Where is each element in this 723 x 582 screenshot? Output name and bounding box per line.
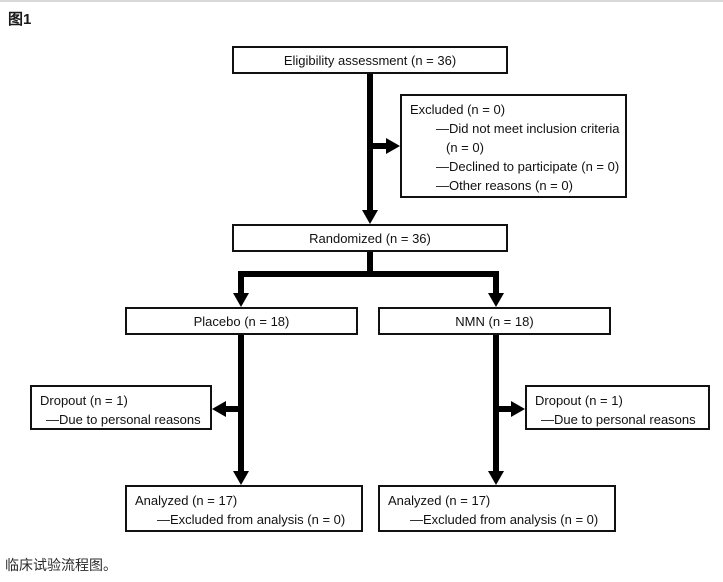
connector-branch-nmn xyxy=(493,271,499,293)
nmn-label: NMN (n = 18) xyxy=(455,313,534,329)
dropout-left-title: Dropout (n = 1) xyxy=(40,393,128,408)
randomized-label: Randomized (n = 36) xyxy=(309,230,431,246)
arrowhead-down-placebo-icon xyxy=(233,293,249,307)
excluded-box: Excluded (n = 0) —Did not meet inclusion… xyxy=(400,94,627,198)
figure-label: 图1 xyxy=(8,11,32,28)
figure-caption: 临床试验流程图。 xyxy=(5,557,117,573)
excluded-title: Excluded (n = 0) xyxy=(410,102,506,117)
analyzed-right-detail: —Excluded from analysis (n = 0) xyxy=(410,512,599,527)
arrowhead-down-nmn-icon xyxy=(488,293,504,307)
arrowhead-left-dropout-icon xyxy=(212,401,226,417)
eligibility-label: Eligibility assessment (n = 36) xyxy=(283,52,457,68)
dropout-right-box: Dropout (n = 1) —Due to personal reasons xyxy=(525,385,710,430)
dropout-right-reason: —Due to personal reasons xyxy=(541,412,696,427)
dropout-left-box: Dropout (n = 1) —Due to personal reasons xyxy=(30,385,212,430)
analyzed-right-box: Analyzed (n = 17) —Excluded from analysi… xyxy=(378,485,616,532)
dropout-left-reason: —Due to personal reasons xyxy=(46,412,201,427)
connector-nmn-analyzed xyxy=(493,335,499,471)
analyzed-left-detail: —Excluded from analysis (n = 0) xyxy=(157,512,346,527)
arrowhead-right-dropout-icon xyxy=(511,401,525,417)
arrowhead-down-randomized-icon xyxy=(362,210,378,224)
placebo-arm-box: Placebo (n = 18) xyxy=(125,307,358,335)
connector-eligibility-randomized xyxy=(367,74,373,210)
excluded-item-declined: —Declined to participate (n = 0) xyxy=(436,159,620,174)
eligibility-box: Eligibility assessment (n = 36) xyxy=(232,46,508,74)
excluded-item-inclusion-n: (n = 0) xyxy=(446,140,484,155)
arrowhead-down-analyzed-right-icon xyxy=(488,471,504,485)
connector-to-dropout-right xyxy=(493,406,511,412)
dropout-right-title: Dropout (n = 1) xyxy=(535,393,623,408)
nmn-arm-box: NMN (n = 18) xyxy=(378,307,611,335)
connector-randomized-stub xyxy=(367,252,373,274)
analyzed-left-title: Analyzed (n = 17) xyxy=(135,493,238,508)
analyzed-left-box: Analyzed (n = 17) —Excluded from analysi… xyxy=(125,485,363,532)
excluded-item-inclusion: —Did not meet inclusion criteria xyxy=(436,121,620,136)
arrowhead-right-excluded-icon xyxy=(386,138,400,154)
connector-to-dropout-left xyxy=(226,406,244,412)
randomized-box: Randomized (n = 36) xyxy=(232,224,508,252)
connector-placebo-analyzed xyxy=(238,335,244,471)
arrowhead-down-analyzed-left-icon xyxy=(233,471,249,485)
connector-branch-placebo xyxy=(238,271,244,293)
analyzed-right-title: Analyzed (n = 17) xyxy=(388,493,491,508)
connector-to-excluded xyxy=(373,143,386,149)
placebo-label: Placebo (n = 18) xyxy=(193,313,290,329)
excluded-item-other: —Other reasons (n = 0) xyxy=(436,178,573,193)
connector-branch-horizontal xyxy=(238,271,499,277)
